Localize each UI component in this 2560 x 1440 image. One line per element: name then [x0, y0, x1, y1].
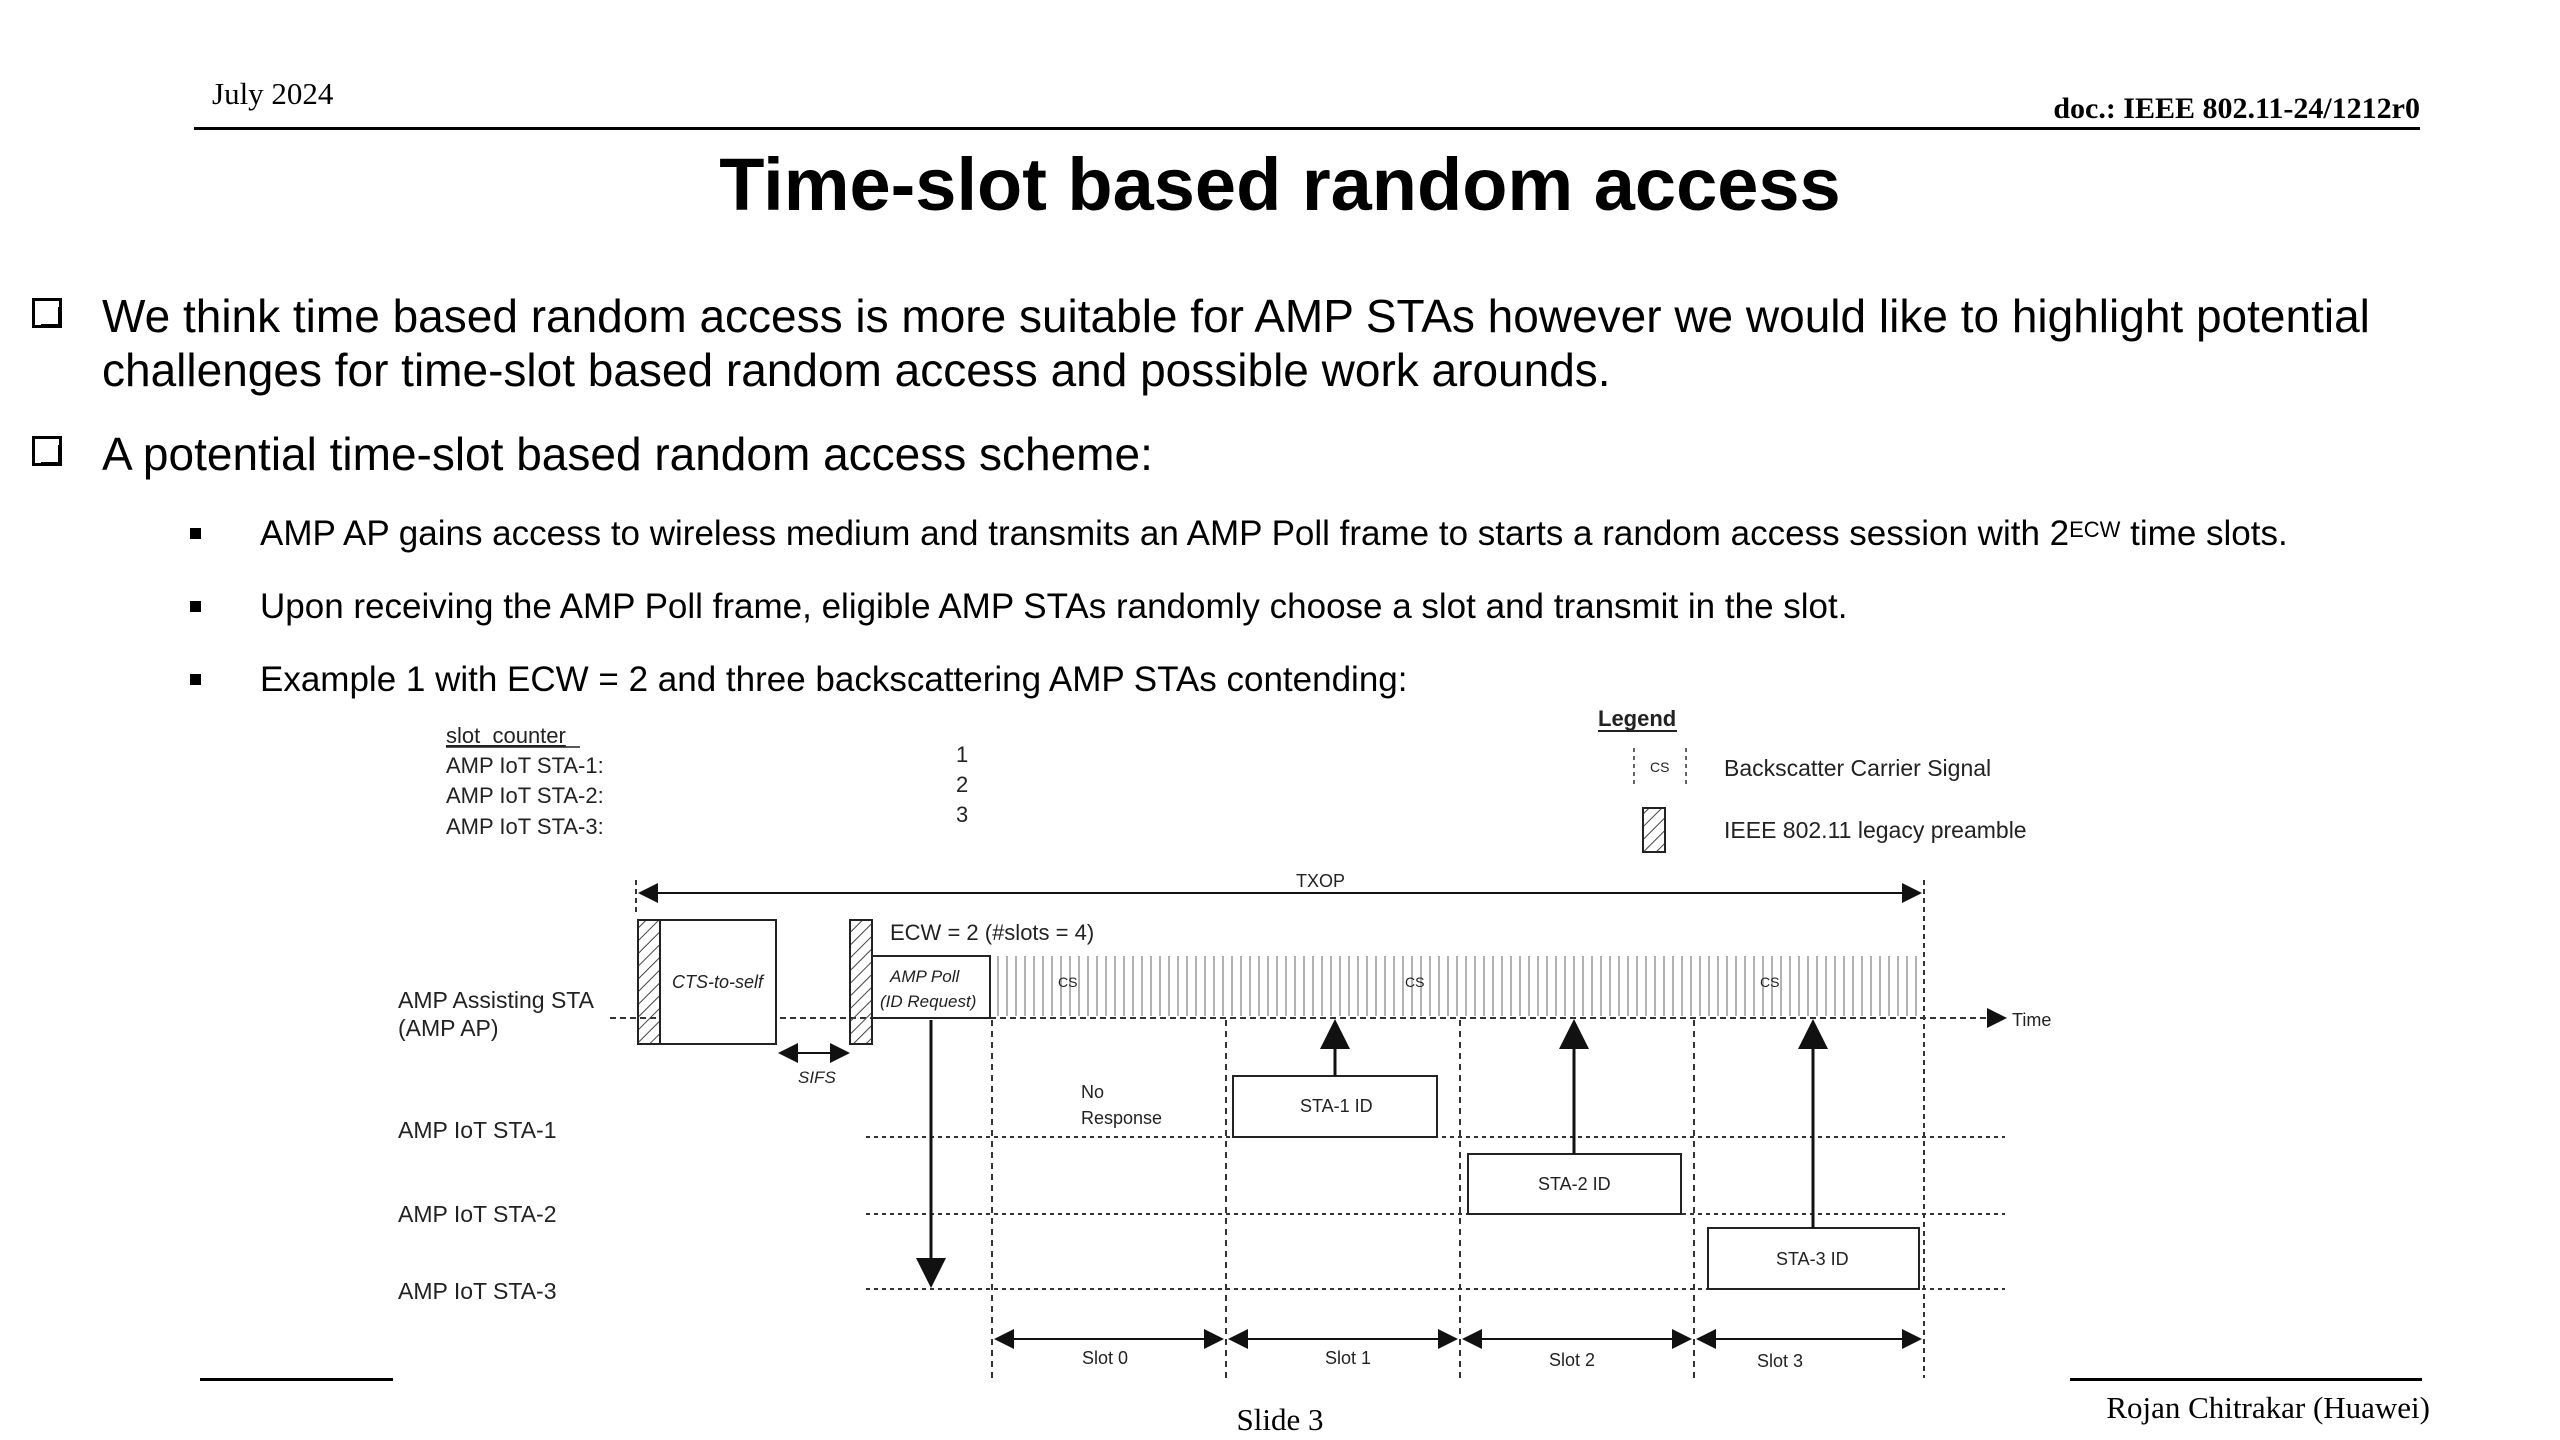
ecw-label: ECW = 2 (#slots = 4) — [890, 920, 1094, 945]
legend-cs-text: CS — [1650, 759, 1669, 775]
sub-bullet-2: Upon receiving the AMP Poll frame, eligi… — [260, 587, 1848, 626]
amp-poll-frame — [871, 955, 991, 1019]
footer-rule-left — [200, 1378, 393, 1381]
counter-label-sta3: AMP IoT STA-3: — [446, 814, 604, 839]
amp-poll-label-1: AMP Poll — [889, 967, 961, 986]
txop-label: TXOP — [1296, 871, 1345, 891]
slot0-label: Slot 0 — [1082, 1348, 1128, 1368]
sta1-id-label: STA-1 ID — [1300, 1096, 1373, 1116]
sub-bullet-1-tail: time slots. — [2120, 514, 2288, 553]
legend-cs-label: Backscatter Carrier Signal — [1724, 755, 1991, 781]
carrier-signal-ticks — [997, 956, 1917, 1016]
counter-value-sta3: 3 — [956, 802, 968, 827]
sub-bullet-1: AMP AP gains access to wireless medium a… — [260, 512, 2288, 556]
sta-row-label-1: AMP IoT STA-1 — [398, 1117, 557, 1143]
cts-to-self-label: CTS-to-self — [672, 972, 765, 992]
ap-row-label-2: (AMP AP) — [398, 1015, 499, 1041]
amp-poll-label-2: (ID Request) — [880, 992, 976, 1011]
bullet-2: A potential time-slot based random acces… — [102, 428, 1153, 480]
bullet-1-line-2: challenges for time-slot based random ac… — [102, 344, 1611, 396]
sub-bullet-3: Example 1 with ECW = 2 and three backsca… — [260, 660, 1408, 699]
legend-preamble-icon — [1642, 807, 1666, 853]
sub-bullet-1-superscript: ECW — [2069, 517, 2121, 542]
sta3-id-label: STA-3 ID — [1776, 1249, 1849, 1269]
slide-title: Time-slot based random access — [719, 143, 1841, 226]
slot3-label: Slot 3 — [1757, 1351, 1803, 1371]
no-response-label-2: Response — [1081, 1108, 1162, 1128]
legend-title: Legend — [1598, 706, 1676, 731]
legend-preamble-label: IEEE 802.11 legacy preamble — [1724, 817, 2027, 843]
slide-number: Slide 3 — [1236, 1402, 1324, 1437]
sta2-id-label: STA-2 ID — [1538, 1174, 1611, 1194]
sub-bullet-1-text: AMP AP gains access to wireless medium a… — [260, 514, 2070, 553]
ap-row-label-1: AMP Assisting STA — [398, 987, 595, 1013]
header-rule — [194, 127, 2420, 130]
cs-label-slot1: CS — [1405, 974, 1424, 990]
cts-preamble — [637, 919, 661, 1045]
poll-preamble — [849, 919, 873, 1045]
slot1-label: Slot 1 — [1325, 1348, 1371, 1368]
sta1-id-frame — [1232, 1075, 1438, 1138]
sifs-label: SIFS — [798, 1068, 836, 1087]
no-response-label-1: No — [1081, 1082, 1104, 1102]
cs-label-slot0: CS — [1058, 974, 1077, 990]
counter-value-sta2: 2 — [956, 772, 968, 797]
bullet-1-line-1: We think time based random access is mor… — [102, 290, 2370, 342]
sta-row-label-2: AMP IoT STA-2 — [398, 1201, 557, 1227]
time-label: Time — [2012, 1010, 2051, 1030]
cs-label-slot3: CS — [1760, 974, 1779, 990]
counter-label-sta2: AMP IoT STA-2: — [446, 783, 604, 808]
sub-bullet-square-icon — [190, 674, 201, 685]
slot2-label: Slot 2 — [1549, 1350, 1595, 1370]
footer-rule-right — [2070, 1378, 2422, 1381]
counter-value-sta1: 1 — [956, 742, 968, 767]
bullet-checkbox-icon — [32, 298, 62, 328]
bullet-checkbox-icon — [32, 436, 62, 466]
sta3-id-frame — [1707, 1227, 1920, 1290]
bullet-1: We think time based random access is mor… — [102, 289, 2522, 397]
cts-to-self-frame — [659, 919, 777, 1045]
sta2-id-frame — [1467, 1153, 1682, 1215]
sub-bullet-square-icon — [190, 528, 201, 539]
slot-counter-label: slot_counter — [446, 723, 566, 748]
header-doc-id: doc.: IEEE 802.11-24/1212r0 — [2053, 92, 2420, 125]
header-date: July 2024 — [212, 76, 334, 111]
counter-label-sta1: AMP IoT STA-1: — [446, 753, 604, 778]
sub-bullet-square-icon — [190, 601, 201, 612]
legend-cs-icon: CS — [1633, 748, 1687, 788]
author: Rojan Chitrakar (Huawei) — [2106, 1390, 2430, 1425]
sta-row-label-3: AMP IoT STA-3 — [398, 1278, 557, 1304]
